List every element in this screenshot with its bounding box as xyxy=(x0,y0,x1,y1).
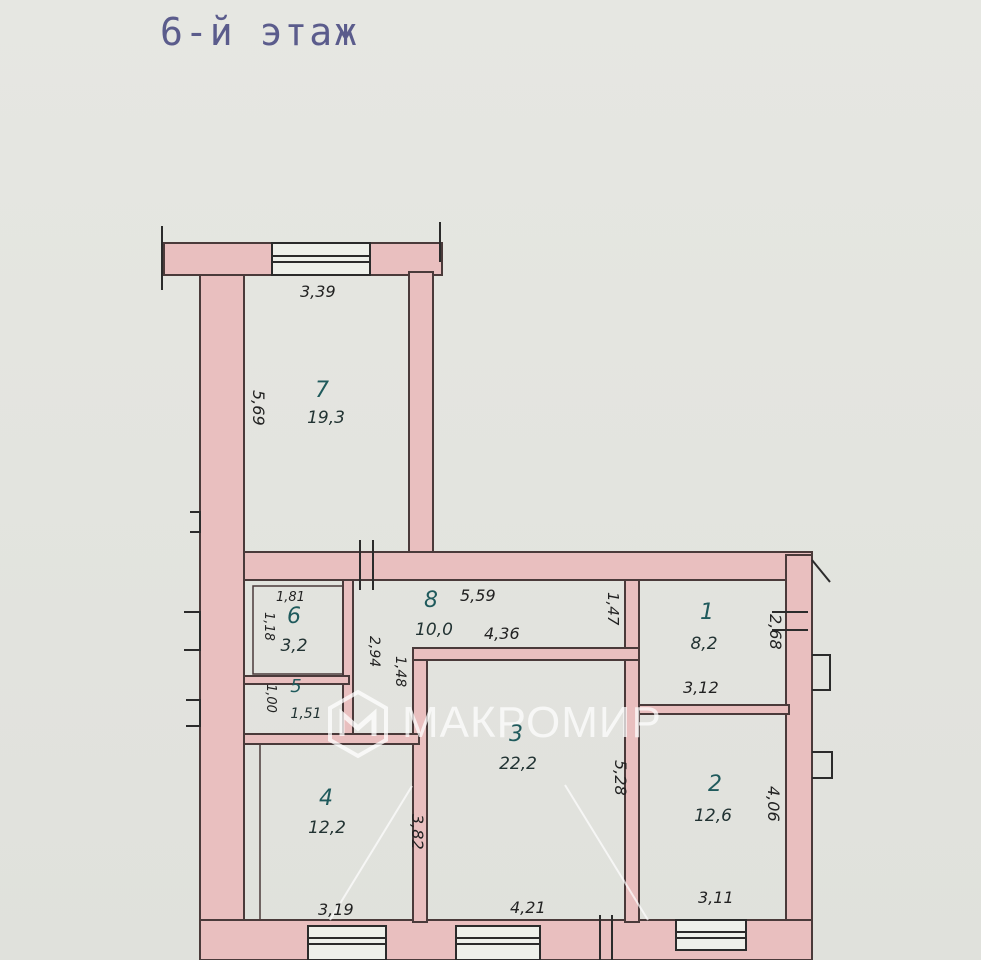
room-number-3: 3 xyxy=(509,722,523,747)
dim-room5-length: 1,00 xyxy=(263,684,278,713)
wall-room6-room5 xyxy=(243,675,350,685)
wall-room3-room2 xyxy=(624,579,640,923)
room-area-5: 1,51 xyxy=(290,706,322,722)
wall-mid-horizontal xyxy=(243,551,813,581)
wall-corridor-room3 xyxy=(412,647,640,661)
room-number-5: 5 xyxy=(290,676,302,697)
dim-corridor-inner: 4,36 xyxy=(484,624,520,643)
room-area-2: 12,6 xyxy=(694,806,732,826)
dim-room6-length: 1,18 xyxy=(261,612,276,641)
doors xyxy=(359,540,808,960)
room-number-2: 2 xyxy=(708,772,722,797)
floor-title: 6-й этаж xyxy=(160,10,360,54)
dim-corridor-length: 5,59 xyxy=(460,586,496,605)
dim-room4-length: 3,82 xyxy=(408,814,427,850)
room1-outline xyxy=(638,579,787,706)
room-area-7: 19,3 xyxy=(307,408,345,428)
room-area-8: 10,0 xyxy=(415,620,453,640)
room-number-6: 6 xyxy=(287,604,301,629)
dim-room2-length: 4,06 xyxy=(764,786,783,822)
dim-corridor-vertical: 2,94 xyxy=(366,636,382,668)
room6-outline xyxy=(252,585,344,675)
dim-room7-width: 3,39 xyxy=(300,282,336,301)
wall-right-outer xyxy=(785,554,813,960)
window-bottom-room2 xyxy=(675,919,747,951)
makromir-logo-icon xyxy=(328,689,388,759)
dim-room6-width: 1,81 xyxy=(276,590,305,605)
dim-room5-partition: 1,48 xyxy=(392,656,408,688)
room-number-1: 1 xyxy=(700,600,714,625)
dim-corridor-side: 1,47 xyxy=(604,592,622,626)
dim-room1-length: 2,68 xyxy=(766,614,785,650)
window-top-room7 xyxy=(271,242,371,276)
dim-room2-width: 3,11 xyxy=(698,888,734,907)
watermark-lines xyxy=(329,784,649,921)
wall-room4-room3 xyxy=(412,649,428,923)
wall-left-outer xyxy=(199,249,245,960)
room-number-8: 8 xyxy=(424,588,438,613)
room-area-6: 3,2 xyxy=(280,636,308,656)
windows xyxy=(271,242,747,960)
dim-room7-length: 5,69 xyxy=(249,390,268,426)
wall-ticks xyxy=(161,222,833,779)
room-area-4: 12,2 xyxy=(308,818,346,838)
dim-room4-width: 3,19 xyxy=(318,900,354,919)
dim-room1-width: 3,12 xyxy=(683,678,719,697)
room-area-1: 8,2 xyxy=(690,634,718,654)
room-number-7: 7 xyxy=(315,378,329,403)
room-area-3: 22,2 xyxy=(499,754,537,774)
dim-room3-length: 5,28 xyxy=(611,760,630,796)
watermark-text: МАКРОМИР xyxy=(402,698,662,747)
room-number-4: 4 xyxy=(319,786,333,811)
dim-room3-width: 4,21 xyxy=(510,898,546,917)
wall-right-room7 xyxy=(408,271,434,557)
